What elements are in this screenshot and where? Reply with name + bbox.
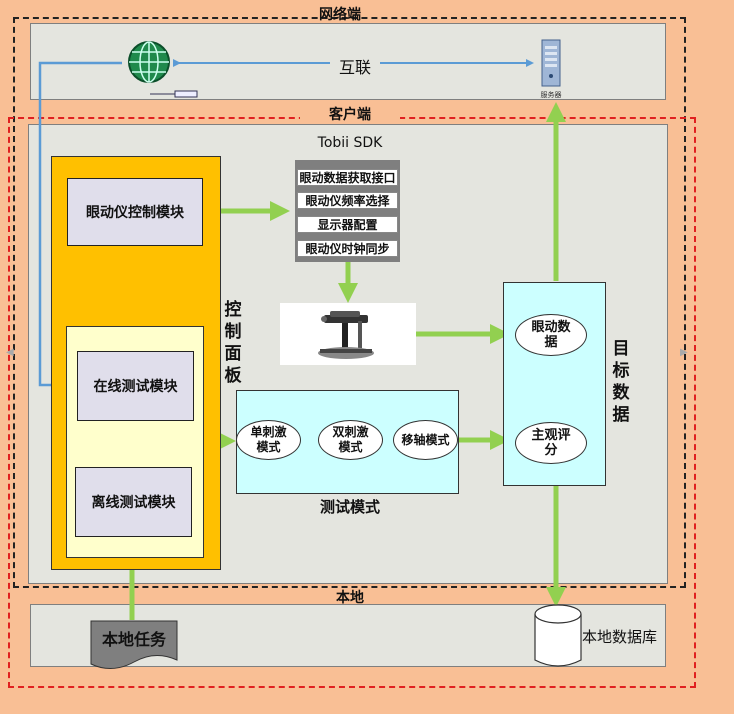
- subjective-score[interactable]: 主观评分: [515, 422, 587, 464]
- network-frame: [13, 17, 686, 588]
- eye-tracker-control-module[interactable]: 眼动仪控制模块: [67, 178, 203, 246]
- sdk-item-frequency-select[interactable]: 眼动仪频率选择: [297, 192, 398, 209]
- local-task-document-icon: [90, 620, 178, 672]
- sdk-item-clock-sync[interactable]: 眼动仪时钟同步: [297, 240, 398, 257]
- eye-tracker-device-image: [280, 303, 416, 365]
- test-modes-title: 测试模式: [319, 498, 380, 516]
- interconnect-label: 互联: [330, 54, 380, 77]
- right-arrow-icon: ▶: [680, 347, 688, 358]
- single-stimulus-mode[interactable]: 单刺激模式: [236, 420, 301, 460]
- sdk-title: Tobii SDK: [317, 135, 383, 151]
- double-stimulus-mode[interactable]: 双刺激模式: [318, 420, 383, 460]
- axis-shift-mode[interactable]: 移轴模式: [393, 420, 458, 460]
- network-label: 网络端: [319, 7, 361, 23]
- online-test-module[interactable]: 在线测试模块: [77, 351, 194, 421]
- client-label: 客户端: [300, 104, 400, 124]
- sdk-item-display-config[interactable]: 显示器配置: [297, 216, 398, 233]
- server-caption: 服务器: [540, 91, 562, 99]
- eye-movement-data[interactable]: 眼动数据: [515, 314, 587, 356]
- left-arrow-icon: ◀: [6, 347, 14, 358]
- local-task-label: 本地任务: [101, 630, 166, 649]
- network-cable-icon: [150, 83, 200, 98]
- target-data-label: 目标数据: [612, 339, 630, 425]
- local-database-label: 本地数据库: [582, 628, 658, 646]
- sdk-item-eye-data-interface[interactable]: 眼动数据获取接口: [297, 169, 398, 186]
- local-label: 本地: [336, 590, 364, 606]
- globe-icon: [125, 38, 173, 86]
- server-icon: [540, 38, 562, 88]
- control-panel-label: 控制面板: [224, 300, 242, 386]
- database-icon: [534, 604, 582, 670]
- offline-test-module[interactable]: 离线测试模块: [75, 467, 192, 537]
